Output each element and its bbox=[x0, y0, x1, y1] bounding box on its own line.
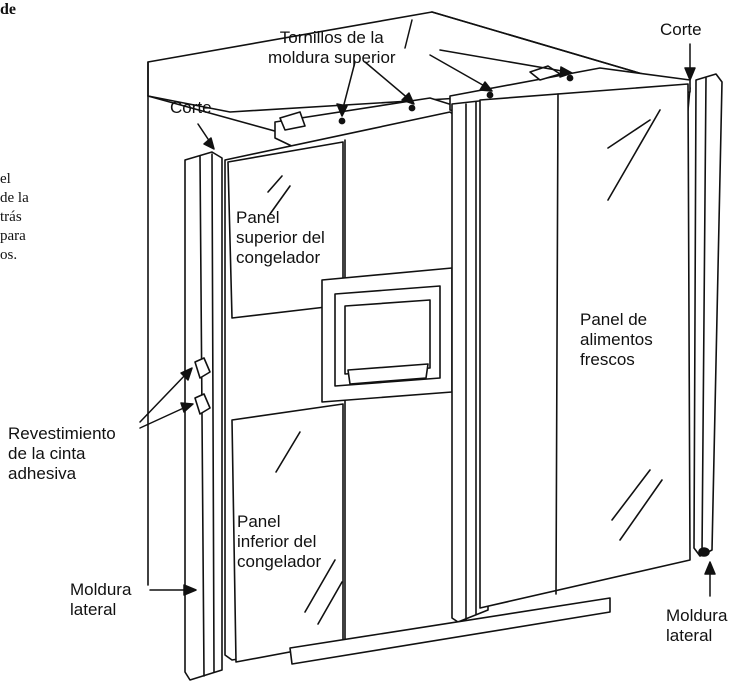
left-side-molding bbox=[184, 151, 223, 681]
label-fresh-food-panel: Panel de alimentos frescos bbox=[580, 310, 653, 369]
right-side-molding bbox=[693, 73, 723, 557]
fresh-food-door bbox=[479, 83, 691, 609]
center-mullion bbox=[451, 99, 489, 623]
left-fragment-block: el de la trás para os. bbox=[0, 171, 29, 263]
label-cut-right: Corte bbox=[660, 20, 702, 39]
label-tape-backing: Revestimiento de la cinta adhesiva bbox=[8, 424, 116, 483]
label-upper-freezer-panel: Panel superior del congelador bbox=[236, 208, 325, 267]
label-cut-left: Corte bbox=[170, 98, 212, 117]
base bbox=[289, 597, 611, 665]
freezer-door bbox=[224, 111, 459, 663]
label-side-molding-right: Moldura lateral bbox=[666, 606, 728, 645]
left-fragment-heading: de bbox=[0, 1, 16, 18]
label-top-screws: Tornillos de la moldura superior bbox=[268, 28, 396, 67]
leader-arrows bbox=[139, 19, 716, 597]
label-lower-freezer-panel: Panel inferior del congelador bbox=[237, 512, 322, 571]
label-side-molding-left: Moldura lateral bbox=[70, 580, 132, 619]
